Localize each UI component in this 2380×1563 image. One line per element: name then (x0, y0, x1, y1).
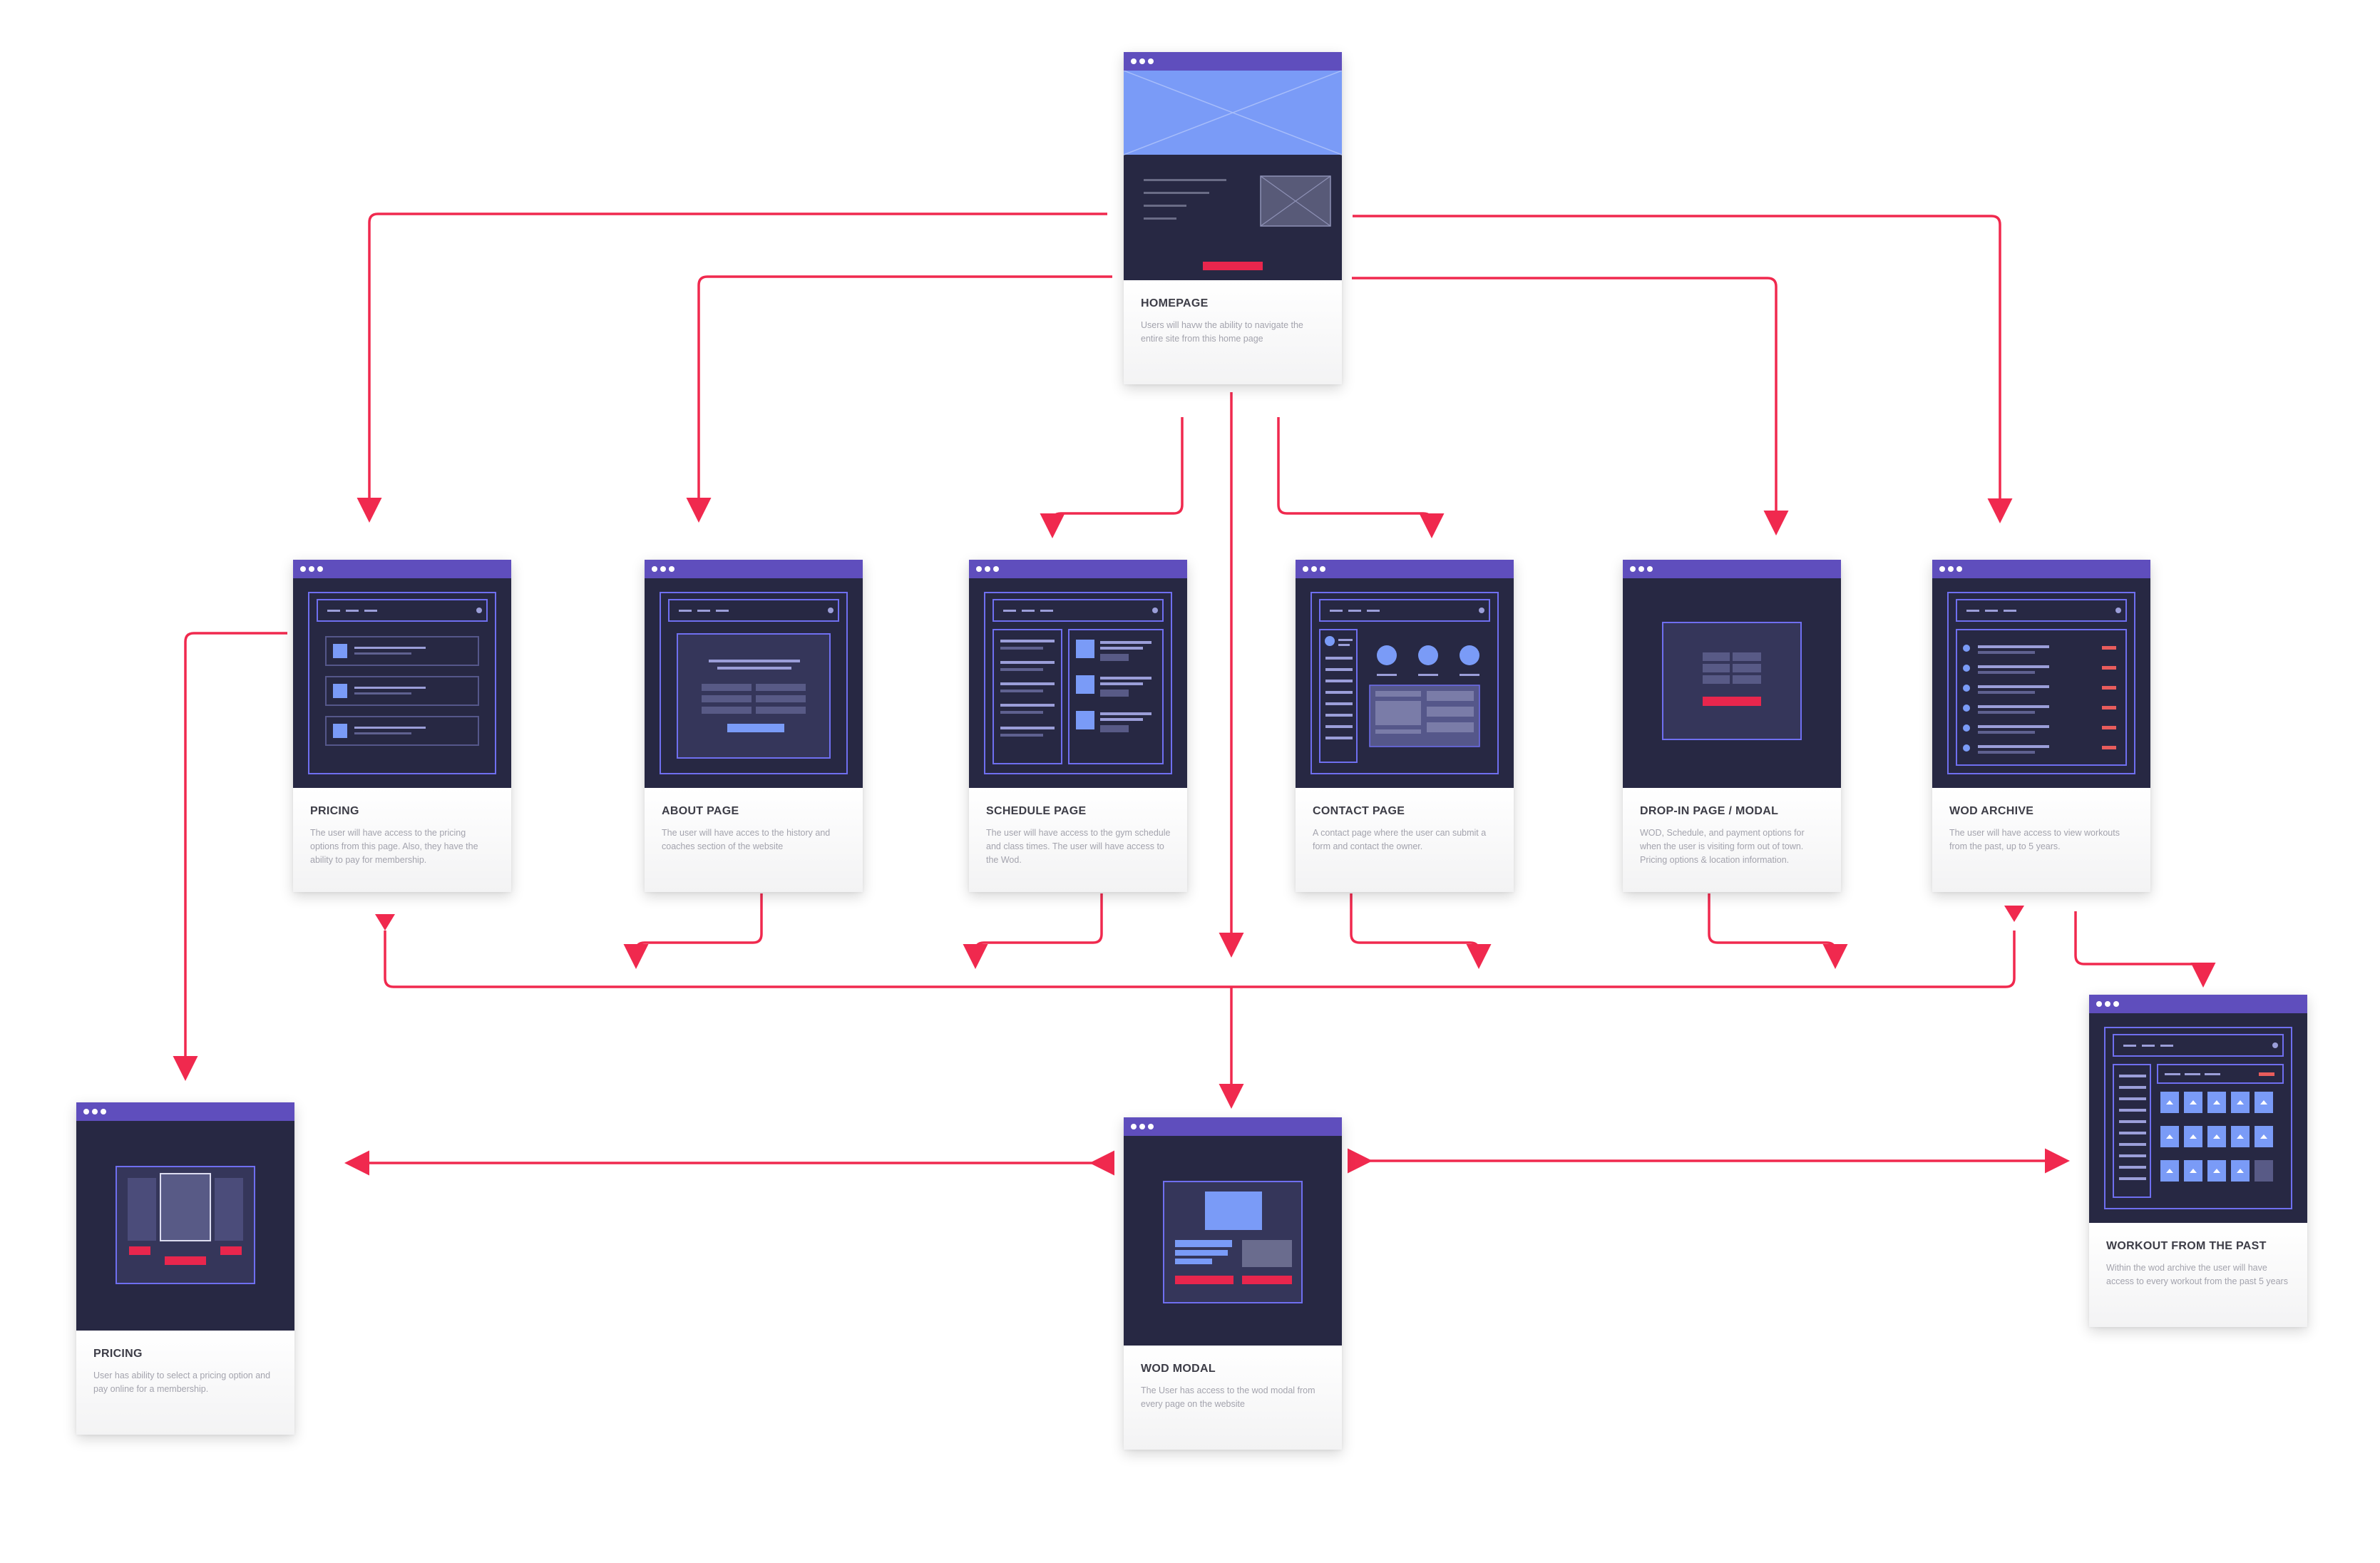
wod-archive-card[interactable]: WOD ARCHIVE The user will have access to… (1932, 560, 2150, 892)
pricing-desc: The user will have access to the pricing… (310, 828, 478, 865)
connector-schedule-bus (963, 893, 1103, 969)
workout-past-info: WORKOUT FROM THE PAST Within the wod arc… (2089, 1223, 2307, 1327)
window-bar (76, 1102, 294, 1121)
workout-thumbnail-empty (2255, 1160, 2273, 1182)
connector-home-about (686, 275, 1112, 523)
window-bar (1296, 560, 1514, 578)
connector-home-schedule (1040, 417, 1184, 538)
window-bar (2089, 995, 2307, 1013)
dropin-card[interactable]: DROP-IN PAGE / MODAL WOD, Schedule, and … (1623, 560, 1841, 892)
wod-archive-desc: The user will have access to view workou… (1949, 828, 2120, 851)
mountain-icon (2237, 1100, 2244, 1105)
homepage-card[interactable]: HOMEPAGE Users will havw the ability to … (1124, 52, 1342, 384)
mountain-icon (2260, 1134, 2267, 1139)
window-bar (1623, 560, 1841, 578)
wod-archive-title: WOD ARCHIVE (1949, 805, 2034, 817)
window-bar (645, 560, 863, 578)
mountain-icon (2213, 1134, 2220, 1139)
workout-past-title: WORKOUT FROM THE PAST (2106, 1240, 2267, 1252)
pricing-pay-title: PRICING (93, 1348, 143, 1360)
mountain-icon (2237, 1169, 2244, 1173)
homepage-title: HOMEPAGE (1141, 297, 1209, 309)
wod-modal-info: WOD MODAL The User has access to the wod… (1124, 1346, 1342, 1450)
window-bar (293, 560, 511, 578)
arrowhead-archive-up (2004, 906, 2024, 922)
contact-card[interactable]: CONTACT PAGE A contact page where the us… (1296, 560, 1514, 892)
pricing-pay-wireframe (76, 1121, 294, 1331)
workout-past-card[interactable]: WORKOUT FROM THE PAST Within the wod arc… (2089, 995, 2307, 1327)
connector-home-archive (1353, 215, 2013, 523)
arrowhead-pricing-up (375, 914, 395, 931)
window-bar (969, 560, 1187, 578)
homepage-desc: Users will havw the ability to navigate … (1141, 320, 1303, 344)
window-bar (1932, 560, 2150, 578)
contact-desc: A contact page where the user can submit… (1313, 828, 1487, 851)
connector-contact-bus (1350, 893, 1492, 969)
pricing-pay-info: PRICING User has ability to select a pri… (76, 1331, 294, 1435)
schedule-desc: The user will have access to the gym sch… (986, 828, 1171, 865)
connector-dropin-bus (1708, 893, 1848, 969)
pricing-title: PRICING (310, 805, 359, 817)
mountain-icon (2166, 1169, 2173, 1173)
contact-wireframe (1296, 578, 1514, 788)
mountain-icon (2190, 1134, 2197, 1139)
workout-past-desc: Within the wod archive the user will hav… (2106, 1263, 2288, 1286)
pricing-wireframe (293, 578, 511, 788)
about-desc: The user will have acces to the history … (662, 828, 831, 851)
mountain-icon (2260, 1100, 2267, 1105)
dropin-wireframe (1623, 578, 1841, 788)
pricing-pay-desc: User has ability to select a pricing opt… (93, 1370, 271, 1394)
about-info: ABOUT PAGE The user will have acces to t… (645, 788, 863, 892)
mountain-icon (2190, 1100, 2197, 1105)
about-wireframe (645, 578, 863, 788)
pricing-card[interactable]: PRICING The user will have access to the… (293, 560, 511, 892)
mountain-icon (2213, 1100, 2220, 1105)
wod-modal-wireframe (1124, 1136, 1342, 1346)
schedule-card[interactable]: SCHEDULE PAGE The user will have access … (969, 560, 1187, 892)
about-card[interactable]: ABOUT PAGE The user will have acces to t… (645, 560, 863, 892)
wod-archive-info: WOD ARCHIVE The user will have access to… (1932, 788, 2150, 892)
connector-home-pricing (357, 212, 1107, 523)
wod-archive-wireframe (1932, 578, 2150, 788)
about-title: ABOUT PAGE (662, 805, 739, 817)
homepage-info: HOMEPAGE Users will havw the ability to … (1124, 280, 1342, 384)
homepage-wireframe (1124, 71, 1342, 280)
connector-home-dropin (1352, 277, 1789, 535)
dropin-title: DROP-IN PAGE / MODAL (1640, 805, 1779, 817)
mountain-icon (2213, 1169, 2220, 1173)
pricing-pay-card[interactable]: PRICING User has ability to select a pri… (76, 1102, 294, 1435)
connector-about-bus (623, 893, 763, 969)
schedule-wireframe (969, 578, 1187, 788)
mountain-icon (2237, 1134, 2244, 1139)
window-bar (1124, 1117, 1342, 1136)
wod-modal-title: WOD MODAL (1141, 1363, 1216, 1375)
schedule-title: SCHEDULE PAGE (986, 805, 1087, 817)
mountain-icon (2166, 1134, 2173, 1139)
contact-info: CONTACT PAGE A contact page where the us… (1296, 788, 1514, 892)
connector-bus (384, 931, 2016, 988)
connector-home-contact (1277, 417, 1445, 538)
workout-past-wireframe (2089, 1013, 2307, 1223)
connector-archive-past (2074, 911, 2216, 988)
connector-pricing-pay (173, 632, 287, 1081)
workout-thumbnail-grid (2160, 1092, 2273, 1182)
pricing-info: PRICING The user will have access to the… (293, 788, 511, 892)
window-bar (1124, 52, 1342, 71)
mountain-icon (2190, 1169, 2197, 1173)
wod-modal-desc: The User has access to the wod modal fro… (1141, 1385, 1315, 1409)
dropin-desc: WOD, Schedule, and payment options for w… (1640, 828, 1805, 865)
schedule-info: SCHEDULE PAGE The user will have access … (969, 788, 1187, 892)
wod-modal-card[interactable]: WOD MODAL The User has access to the wod… (1124, 1117, 1342, 1450)
dropin-info: DROP-IN PAGE / MODAL WOD, Schedule, and … (1623, 788, 1841, 892)
mountain-icon (2166, 1100, 2173, 1105)
contact-title: CONTACT PAGE (1313, 805, 1405, 817)
